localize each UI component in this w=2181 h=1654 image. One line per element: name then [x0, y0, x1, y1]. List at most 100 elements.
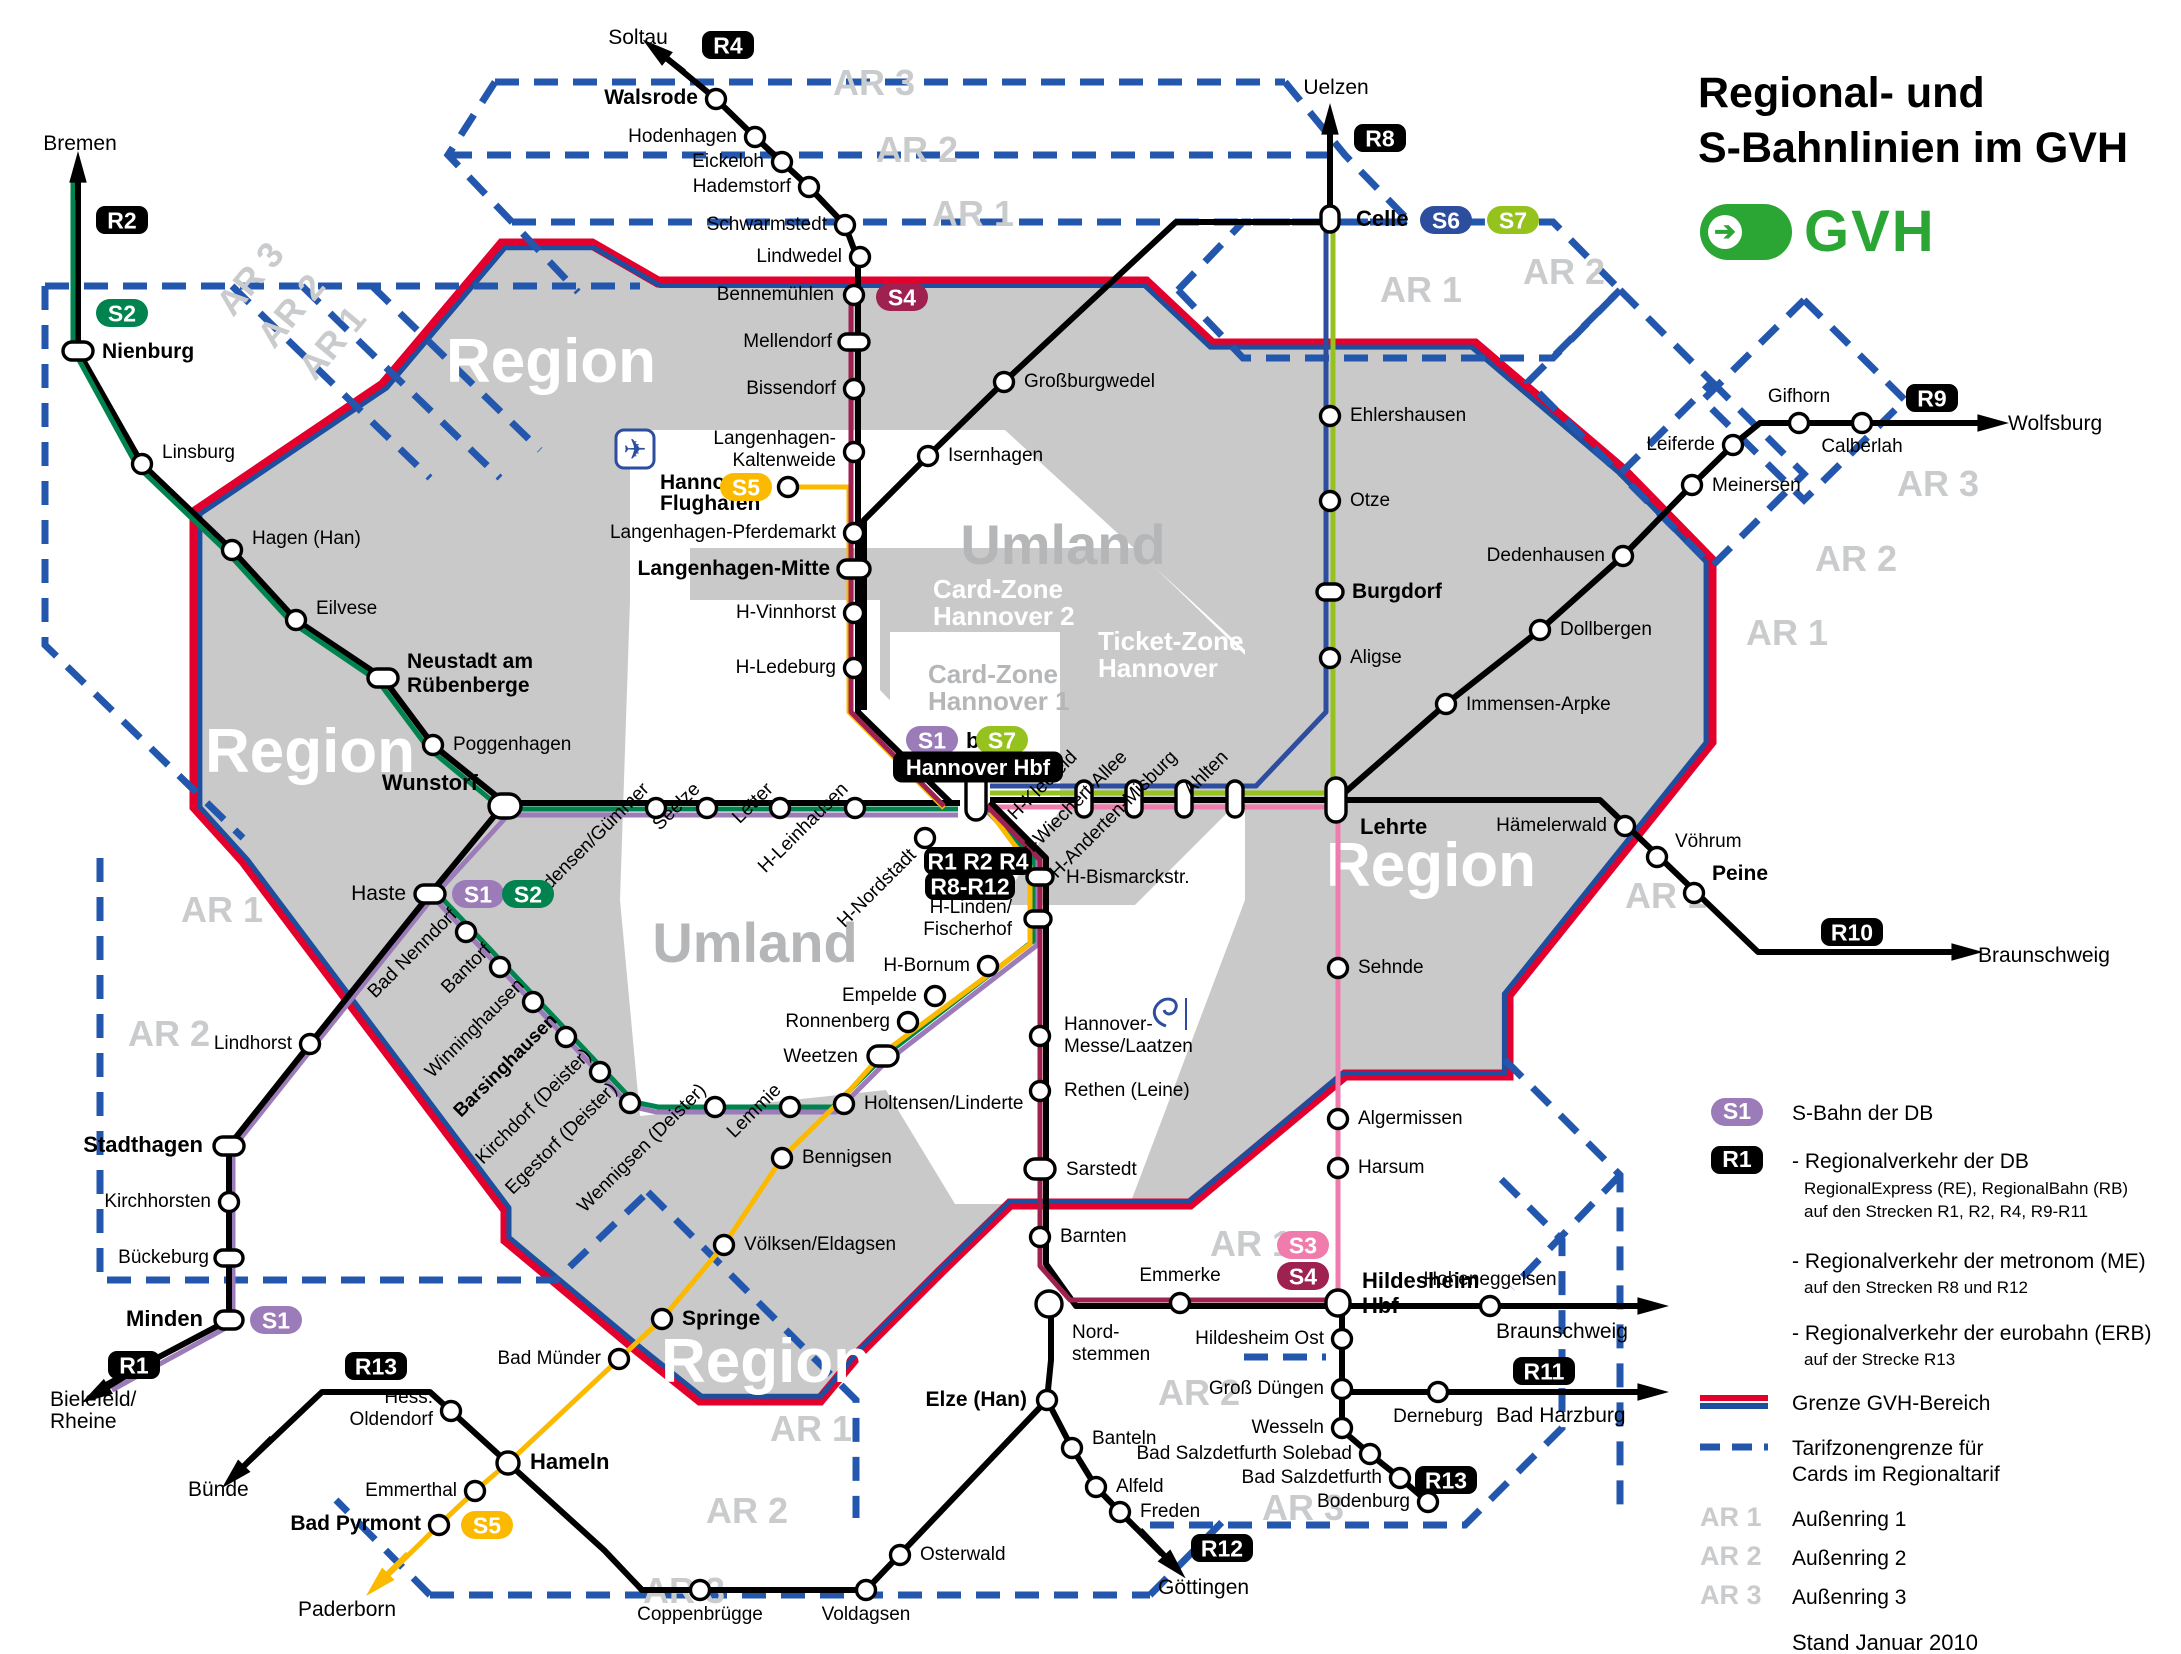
station-bad-muender — [607, 1347, 631, 1371]
station-marker — [495, 1450, 521, 1476]
station-minden — [213, 1309, 245, 1331]
station-haemelerwald — [1613, 814, 1637, 838]
area-label: Hannover 1 — [928, 686, 1070, 716]
station-marker — [421, 733, 445, 757]
badge-text: S2 — [108, 300, 136, 326]
badge-R8: R8 — [1354, 124, 1406, 152]
station-label: Hess. — [384, 1387, 433, 1408]
station-label: H-Linden/ — [930, 897, 1013, 918]
station-alfeld — [1084, 1475, 1108, 1499]
legend-sublabel: auf den Strecken R1, R2, R4, R9-R11 — [1804, 1202, 2088, 1221]
badge-shape — [976, 726, 1028, 754]
badge-text: R2 — [107, 207, 136, 233]
badge-text: R12 — [1201, 1535, 1243, 1561]
station-marker — [842, 521, 866, 545]
badge-text: R10 — [1831, 919, 1873, 945]
station-marker — [1426, 1380, 1450, 1404]
station-wunstorf — [487, 792, 523, 820]
badge-R1: R1 — [108, 1351, 160, 1379]
legend-label: Tarifzonengrenze für — [1792, 1437, 1983, 1460]
station-marker — [454, 920, 478, 944]
station-marker — [213, 1309, 245, 1331]
tariff-zone-line — [41, 286, 246, 841]
badge-shape — [96, 206, 148, 234]
station-grossburgwedel — [992, 370, 1016, 394]
station-marker — [439, 1399, 463, 1423]
station-label: Otze — [1350, 490, 1390, 511]
station-label: Bennigsen — [802, 1147, 892, 1168]
page-title: Regional- und S-Bahnlinien im GVH — [1698, 66, 2128, 176]
station-marker — [703, 1095, 727, 1119]
station-egestorf-deister — [618, 1091, 642, 1115]
tariff-zone-line — [1150, 1173, 1566, 1529]
station-marker — [1787, 411, 1811, 435]
station-marker — [848, 245, 872, 269]
badge-text: S1 — [918, 727, 946, 753]
station-h-vinnhorst — [842, 601, 866, 625]
tariff-zone-line — [1523, 287, 1717, 479]
station-label: Langenhagen-Mitte — [638, 557, 831, 580]
station-label: stemmen — [1072, 1344, 1150, 1365]
arrow-bremen-head — [69, 151, 87, 183]
station-label: Calberlah — [1821, 436, 1902, 457]
badge-text: R1 — [119, 1352, 149, 1378]
station-bad-pyrmont — [427, 1513, 451, 1537]
station-label: Dollbergen — [1560, 619, 1652, 640]
badge-text: S6 — [1432, 207, 1460, 233]
station-label: Algermissen — [1358, 1108, 1463, 1129]
station-otze — [1318, 489, 1342, 513]
station-coppenbruegge — [688, 1578, 712, 1602]
station-algermissen — [1326, 1107, 1350, 1131]
station-marker — [1318, 646, 1342, 670]
station-label: Nienburg — [102, 340, 194, 363]
station-marker — [1680, 473, 1704, 497]
station-marker — [1315, 582, 1345, 602]
station-marker — [842, 283, 866, 307]
arrow-bad-harzburg-head — [1637, 1383, 1669, 1401]
tariff-zone-line — [1147, 1509, 1235, 1598]
station-marker — [213, 1248, 245, 1268]
badge-shape — [1191, 1534, 1253, 1562]
badge-shape — [893, 751, 1063, 783]
station-label: Hbf — [1362, 1293, 1399, 1318]
station-label: Immensen-Arpke — [1466, 694, 1611, 715]
map-text: Göttingen — [1158, 1576, 1249, 1599]
station-marker — [1028, 1079, 1052, 1103]
station-aligse — [1318, 646, 1342, 670]
station-label: Bad Münder — [497, 1348, 601, 1369]
station-marker — [1168, 1291, 1192, 1315]
station-label: Elze (Han) — [925, 1388, 1027, 1411]
station-marker — [212, 1135, 246, 1157]
station-marker — [1528, 618, 1552, 642]
map-text: Rheine — [50, 1410, 117, 1433]
station-hildesheim-hbf — [1324, 1288, 1352, 1318]
badge-shape — [876, 283, 928, 311]
station-marker — [644, 796, 668, 820]
station-marker — [776, 475, 800, 499]
outer-ring-label: AR 2 — [128, 1013, 210, 1054]
station-marker — [61, 340, 95, 362]
station-langenhagen-kaltenweide — [842, 440, 866, 464]
badge-shape — [1415, 1466, 1477, 1494]
badge-text: R9 — [1917, 385, 1946, 411]
station-label: Bodenburg — [1317, 1491, 1410, 1512]
outer-ring-label: AR 2 — [1158, 1372, 1240, 1413]
area-label: Region — [661, 1327, 871, 1396]
station-label: Coppenbrügge — [637, 1604, 763, 1625]
badge-text: S1 — [262, 1307, 290, 1333]
station-marker — [1330, 1327, 1354, 1351]
map-text: Bad Harzburg — [1496, 1404, 1626, 1427]
station-label: Hannover- — [1064, 1014, 1153, 1035]
outer-ring-label: AR 1 — [1380, 269, 1462, 310]
station-marker — [1318, 489, 1342, 513]
badge-S7: S7 — [1487, 206, 1539, 234]
station-label: Messe/Laatzen — [1064, 1036, 1193, 1057]
arrow-soltau-head — [642, 39, 673, 66]
station-label: Empelde — [842, 985, 917, 1006]
badge-text: S1 — [464, 881, 492, 907]
map-text: Bremen — [43, 132, 117, 155]
airport-icon: ✈ — [614, 428, 656, 470]
map-text: Soltau — [608, 26, 668, 49]
